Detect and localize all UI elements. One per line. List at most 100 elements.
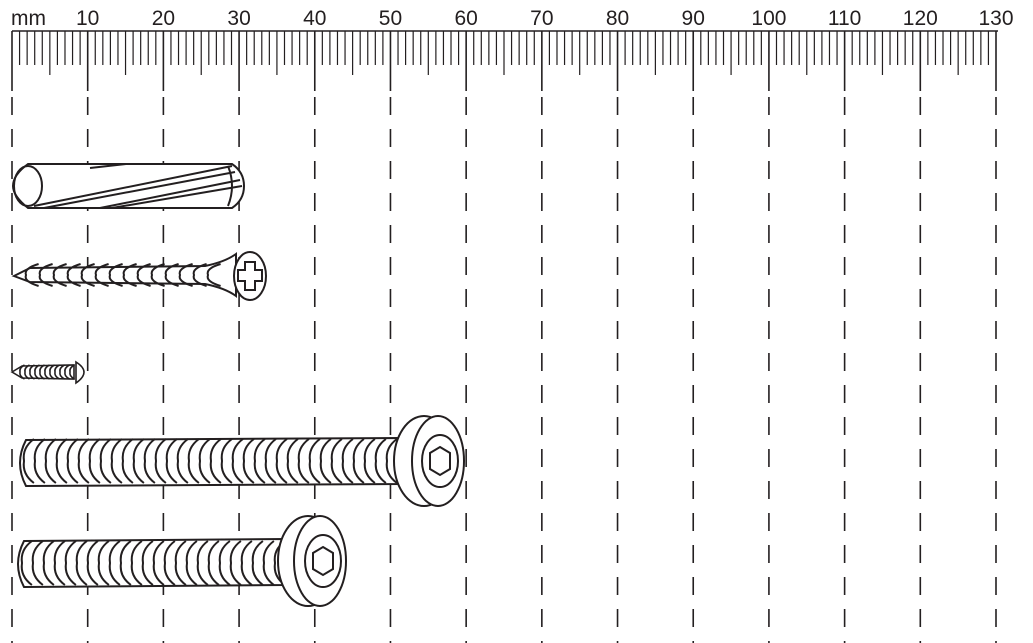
bolt-thread (33, 438, 46, 484)
bolt-thread (163, 540, 176, 586)
screw-thread (24, 263, 39, 287)
screw-thread (54, 364, 60, 380)
bolt-thread (242, 438, 255, 484)
ruler-tick-label: 80 (606, 7, 629, 30)
bolt-thread (88, 438, 101, 484)
ruler: mm 10 20 30 40 50 60 70 80 90 100 110 120 130 (11, 7, 1014, 91)
screw-thread (44, 364, 50, 380)
bolt-thread (207, 540, 220, 586)
bolt-thread (22, 438, 35, 484)
bolt-thread (297, 438, 310, 484)
bolt-thread (262, 540, 275, 586)
bolt-thread (229, 540, 242, 586)
screw-thread (192, 263, 207, 287)
bolt-thread (385, 438, 398, 484)
bolt-thread (251, 540, 264, 586)
bolt-thread (275, 438, 288, 484)
ruler-tick-label: 10 (76, 7, 99, 30)
bolt-thread (86, 540, 99, 586)
bolt-thread (165, 438, 178, 484)
bolt-thread (152, 540, 165, 586)
bolt-thread (143, 438, 156, 484)
bolt-thread (185, 540, 198, 586)
screw-thread (178, 263, 193, 287)
bolt-thread (231, 438, 244, 484)
ruler-tick-label: 50 (379, 7, 402, 30)
ruler-unit-label: mm (11, 7, 46, 30)
screw-thread (39, 364, 45, 380)
bolt-thread (110, 438, 123, 484)
phillips-screw-icon (11, 251, 267, 301)
bolt-thread (31, 540, 44, 586)
bolt-thread (55, 438, 68, 484)
bolt-thread (77, 438, 90, 484)
ruler-tick-labels: 10 20 30 40 50 60 70 80 90 100 110 120 130 (76, 7, 1014, 30)
screw-thread (108, 263, 123, 287)
ruler-tick-label: 60 (454, 7, 477, 30)
bolt-thread (363, 438, 376, 484)
ruler-tick-label: 20 (152, 7, 175, 30)
ruler-tick-label: 30 (227, 7, 250, 30)
bolt-thread (132, 438, 145, 484)
screw-thread (24, 364, 30, 380)
bolt-thread (319, 438, 332, 484)
bolt-thread (174, 540, 187, 586)
bolt-thread (209, 438, 222, 484)
bolt-thread (130, 540, 143, 586)
screw-thread (34, 364, 40, 380)
screw-thread (66, 263, 81, 287)
screw-thread (59, 364, 65, 380)
screw-thread (49, 364, 55, 380)
screw-thread (19, 364, 25, 380)
bolt-thread (240, 540, 253, 586)
bolt-thread (154, 438, 167, 484)
bolt-thread (218, 540, 231, 586)
small-screw-icon (10, 360, 85, 385)
bolt-thread (196, 540, 209, 586)
bolt-thread (341, 438, 354, 484)
screw-thread (150, 263, 165, 287)
bolt-thread (176, 438, 189, 484)
ruler-ticks (11, 31, 997, 91)
screw-thread (29, 364, 35, 380)
bolt-thread (64, 540, 77, 586)
screw-thread (64, 364, 70, 380)
bolt-thread (374, 438, 387, 484)
bolt-thread (141, 540, 154, 586)
bolt-thread (53, 540, 66, 586)
bolt-thread (264, 438, 277, 484)
screw-thread (122, 263, 137, 287)
bolt-thread (286, 438, 299, 484)
bolt-thread (75, 540, 88, 586)
bolt-thread (97, 540, 110, 586)
long-hex-socket-bolt-icon (19, 415, 465, 507)
ruler-tick-label: 70 (530, 7, 553, 30)
bolt-thread (42, 540, 55, 586)
bolt-thread (187, 438, 200, 484)
bolt-thread (198, 438, 211, 484)
bolt-thread (308, 438, 321, 484)
ruler-tick-label: 130 (978, 7, 1013, 30)
screw-thread (52, 263, 67, 287)
bolt-thread (99, 438, 112, 484)
ruler-tick-label: 40 (303, 7, 326, 30)
ruler-tick-label: 110 (828, 7, 861, 30)
screw-thread (206, 263, 221, 287)
bolt-thread (253, 438, 266, 484)
wall-plug-icon (11, 163, 246, 209)
bolt-thread (44, 438, 57, 484)
ruler-tick-label: 90 (682, 7, 705, 30)
screw-thread (38, 263, 53, 287)
ruler-tick-label: 100 (751, 7, 786, 30)
bolt-thread (220, 438, 233, 484)
bolt-thread (352, 438, 365, 484)
bolt-thread (108, 540, 121, 586)
short-hex-socket-bolt-icon (17, 515, 347, 607)
ruler-tick-label: 120 (903, 7, 938, 30)
screw-thread (80, 263, 95, 287)
bolt-thread (330, 438, 343, 484)
screw-thread (136, 263, 151, 287)
screw-thread (164, 263, 179, 287)
screw-thread (69, 364, 75, 380)
